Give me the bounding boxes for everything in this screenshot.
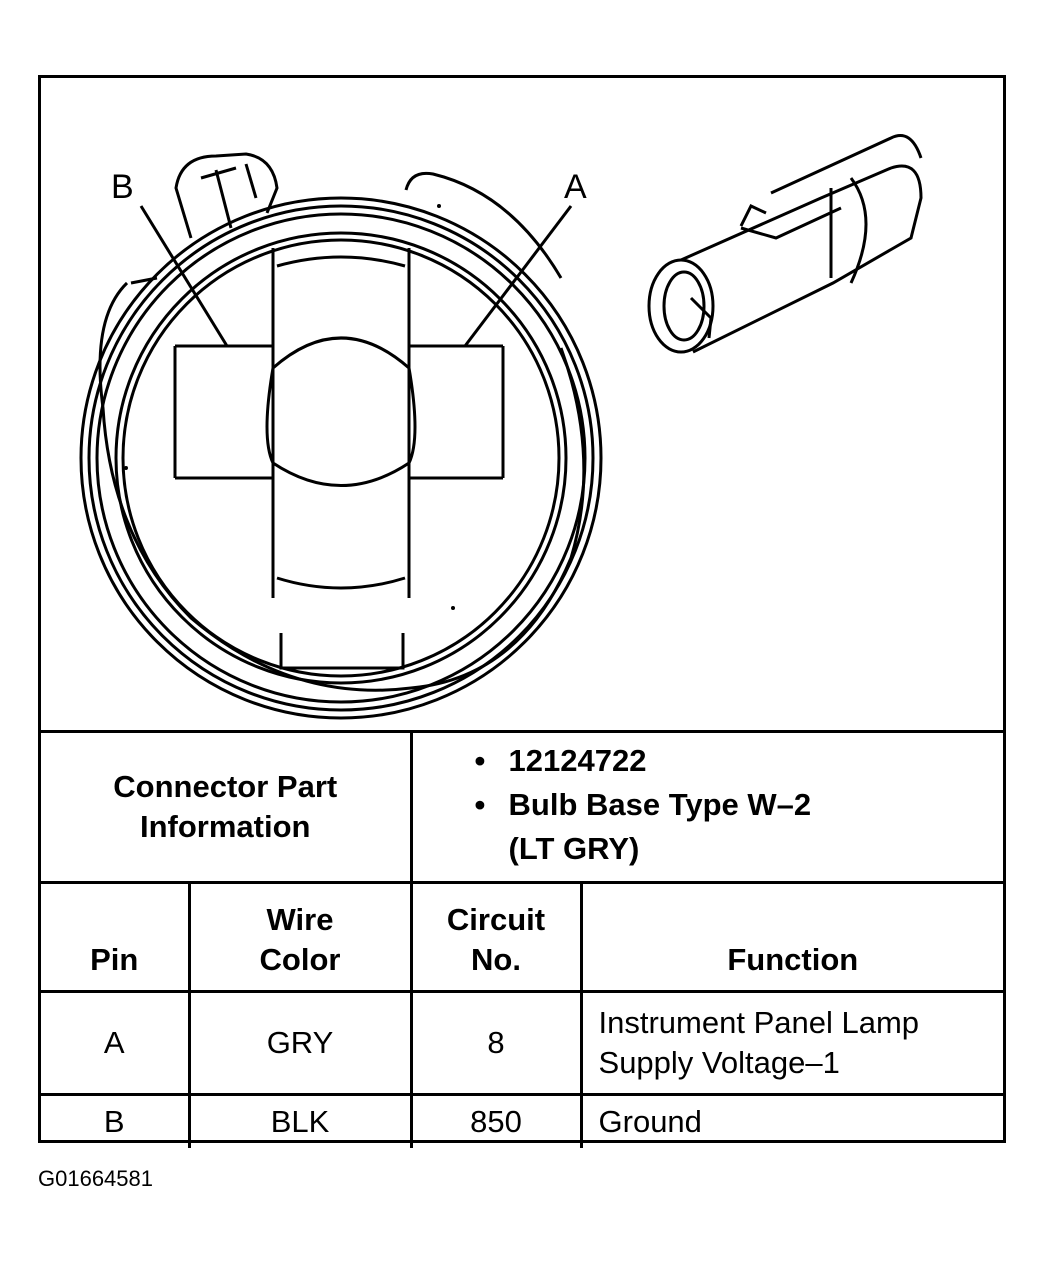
bullet: • (474, 787, 486, 822)
connector-info-table: Connector Part Information • 12124722 • … (41, 730, 1004, 1148)
center-cavity (265, 336, 417, 487)
latch-tab (174, 152, 279, 239)
header-wire-color: Wire Color (187, 881, 413, 993)
cell-function: Ground (579, 1093, 1004, 1148)
list-item: • 12124722 (413, 739, 1004, 783)
cell-circuit: 8 (409, 990, 583, 1096)
table-row: A GRY 8 Instrument Panel Lamp Supply Vol… (41, 990, 1004, 1096)
bullet: • (474, 743, 486, 778)
connector-figure-frame: B A Connector Part Information • 1212472… (38, 75, 1006, 1148)
cell-function: Instrument Panel Lamp Supply Voltage–1 (579, 990, 1004, 1096)
cell-pin: A (41, 990, 191, 1096)
pin-a-leader (463, 205, 573, 347)
pin-b-leader (139, 205, 229, 347)
part-number: 12124722 (508, 743, 647, 778)
table-row: B BLK 850 Ground (41, 1093, 1004, 1148)
list-item: • Bulb Base Type W–2 (LT GRY) (413, 783, 1004, 871)
connector-face-drawing (79, 134, 923, 720)
pin-a-label: A (564, 168, 587, 206)
connector-part-info-values: • 12124722 • Bulb Base Type W–2 (LT GRY) (409, 730, 1004, 884)
cell-circuit: 850 (409, 1093, 583, 1148)
table-header-row: Pin Wire Color Circuit No. Function (41, 881, 1004, 993)
cell-wire-color: BLK (187, 1093, 413, 1148)
cell-pin: B (41, 1093, 191, 1148)
bottom-key (279, 633, 405, 670)
outer-ring (79, 196, 603, 720)
cell-wire-color: GRY (187, 990, 413, 1096)
header-pin: Pin (41, 881, 191, 993)
connector-part-info-label: Connector Part Information (41, 730, 413, 884)
header-function: Function (579, 881, 1004, 993)
connector-side-view (647, 134, 923, 354)
pin-b-label: B (111, 168, 134, 206)
figure-id: G01664581 (38, 1166, 153, 1191)
header-circuit-no: Circuit No. (409, 881, 583, 993)
connector-diagram: B A (41, 78, 1003, 731)
bulb-base-type: Bulb Base Type W–2 (LT GRY) (508, 787, 812, 866)
